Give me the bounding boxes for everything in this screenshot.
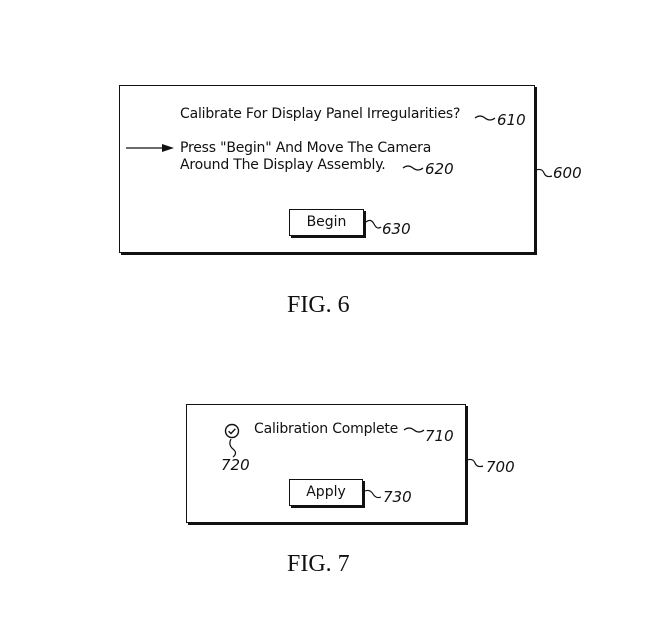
fig6-instruction-line2: Around The Display Assembly. bbox=[180, 157, 386, 173]
fig7-check-ref: 720 bbox=[221, 456, 250, 474]
fig6-instruction-ref: 620 bbox=[425, 160, 454, 178]
fig6-question-ref: 610 bbox=[497, 111, 526, 129]
fig6-frame-ref: 600 bbox=[553, 164, 582, 182]
fig7-caption: FIG. 7 bbox=[287, 551, 350, 577]
apply-button[interactable]: Apply bbox=[289, 479, 363, 506]
fig7-status-ref: 710 bbox=[425, 427, 454, 445]
fig6-button-ref: 630 bbox=[382, 220, 411, 238]
fig7-button-ref: 730 bbox=[383, 488, 412, 506]
fig6-instruction-line1: Press "Begin" And Move The Camera bbox=[180, 140, 432, 156]
fig7-frame-ref: 700 bbox=[486, 458, 515, 476]
check-circle-icon bbox=[224, 423, 240, 439]
begin-button[interactable]: Begin bbox=[289, 209, 364, 236]
fig6-caption: FIG. 6 bbox=[287, 292, 350, 318]
leader-600 bbox=[535, 168, 553, 178]
leader-700 bbox=[466, 458, 484, 468]
fig6-question-text: Calibrate For Display Panel Irregulariti… bbox=[180, 106, 461, 122]
fig7-status-text: Calibration Complete bbox=[254, 421, 399, 437]
